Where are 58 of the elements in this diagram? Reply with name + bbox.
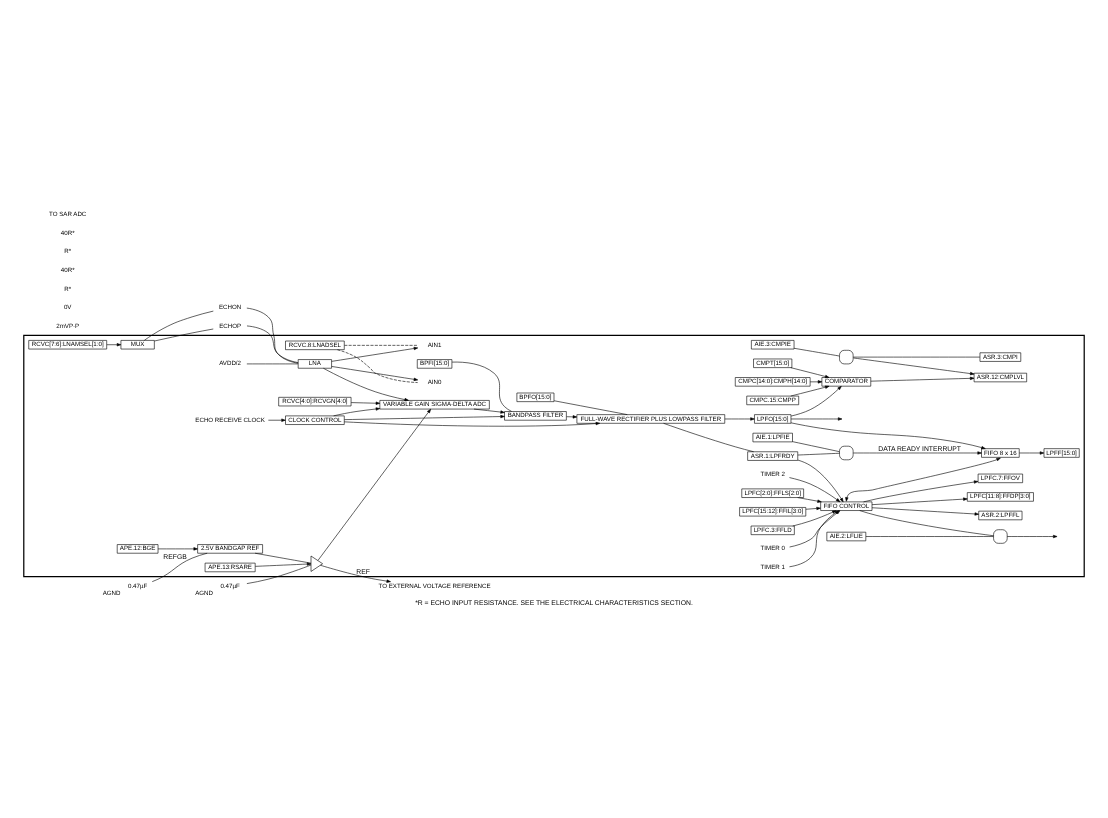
connector xyxy=(553,399,628,414)
connector xyxy=(246,324,299,362)
arrow xyxy=(797,458,844,502)
arrow xyxy=(331,365,419,380)
node-triangle xyxy=(310,554,323,571)
arrow xyxy=(323,366,409,401)
arrow xyxy=(845,456,1001,501)
arrow xyxy=(331,345,419,361)
arrow xyxy=(870,375,975,381)
arrow xyxy=(863,479,979,502)
arrow xyxy=(805,505,821,510)
arrow xyxy=(789,476,841,502)
cluster xyxy=(23,333,1085,577)
arrow xyxy=(792,509,837,526)
arrow xyxy=(790,366,830,378)
connector xyxy=(859,509,994,536)
connector xyxy=(793,346,840,356)
connector xyxy=(792,440,840,451)
arrow xyxy=(871,496,968,504)
arrow xyxy=(790,416,843,420)
arrow xyxy=(790,385,842,416)
arrow xyxy=(157,546,198,550)
arrow xyxy=(1006,533,1058,538)
arrow xyxy=(853,450,982,454)
arrow xyxy=(790,421,986,449)
arrow xyxy=(473,407,505,413)
connector xyxy=(663,422,754,452)
arrow xyxy=(790,384,830,396)
arrow xyxy=(320,563,391,582)
connector xyxy=(151,551,208,581)
connector xyxy=(254,551,312,563)
arrow xyxy=(871,506,979,515)
arrow xyxy=(797,496,822,502)
node-gate xyxy=(839,444,854,460)
connector xyxy=(246,306,299,363)
arrow xyxy=(255,561,312,566)
arrow xyxy=(333,406,381,416)
arrow xyxy=(317,407,431,560)
connector xyxy=(865,535,994,536)
arrow xyxy=(724,416,755,420)
connector xyxy=(144,309,214,340)
connector xyxy=(797,451,840,455)
node-gate xyxy=(993,528,1008,543)
connector xyxy=(246,362,299,364)
arrow xyxy=(566,414,578,418)
arrow xyxy=(344,420,600,426)
connector xyxy=(154,327,214,341)
arrow xyxy=(809,379,823,383)
connector xyxy=(246,563,312,583)
connector xyxy=(337,348,418,382)
node-gate xyxy=(839,349,854,364)
arrow xyxy=(1019,450,1045,454)
connector xyxy=(451,360,512,411)
arrow xyxy=(853,356,975,375)
arrow xyxy=(106,342,122,346)
arrow xyxy=(268,417,286,421)
arrow xyxy=(344,413,505,419)
arrow xyxy=(350,400,381,404)
